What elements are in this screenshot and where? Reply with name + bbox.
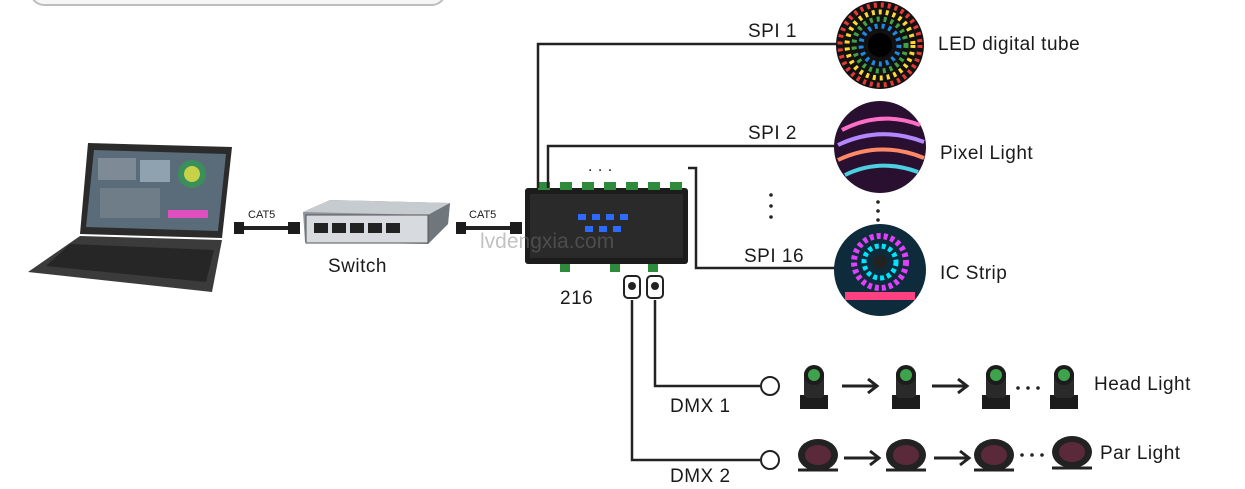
controller-label: 216 (560, 288, 594, 309)
watermark-text: lvdengxia.com (480, 230, 615, 253)
spi2-wire (546, 144, 838, 188)
head-light-1 (800, 365, 828, 409)
ic-strip-label: IC Strip (940, 263, 1008, 284)
par-light-icons (798, 436, 1092, 472)
chain-arrows (842, 377, 972, 467)
dmx-connectors (623, 275, 780, 470)
cat5-right-label: CAT5 (469, 209, 497, 221)
par-light-4 (1052, 436, 1092, 470)
dmx1-wire (653, 300, 760, 388)
switch-label: Switch (328, 256, 387, 277)
spi16-label: SPI 16 (744, 246, 805, 267)
head-light-2 (892, 365, 920, 409)
cat5-cable-right (456, 222, 522, 234)
led-digital-tube-label: LED digital tube (938, 34, 1081, 55)
arrow-icon (934, 449, 972, 467)
par-light-2 (886, 439, 926, 472)
ic-strip-icon (834, 224, 926, 316)
dmx2-wire (630, 300, 760, 462)
cat5-left-label: CAT5 (248, 209, 276, 221)
cat5-cable-left (234, 222, 300, 234)
spi2-label: SPI 2 (748, 123, 797, 144)
led-digital-tube-icon (836, 1, 924, 89)
arrow-icon (842, 377, 880, 395)
controller-216-icon (525, 182, 688, 272)
laptop-icon (28, 143, 232, 292)
head-light-3 (982, 365, 1010, 409)
switch-device-icon (303, 200, 450, 244)
head-light-label: Head Light (1094, 374, 1191, 395)
spi1-wire (536, 42, 838, 188)
par-light-3 (974, 439, 1014, 472)
head-light-4 (1050, 365, 1078, 409)
spi1-label: SPI 1 (748, 21, 797, 42)
pixel-light-label: Pixel Light (940, 143, 1034, 164)
chain-ellipsis-dots (1016, 386, 1044, 457)
arrow-icon (932, 377, 970, 395)
dmx2-label: DMX 2 (670, 466, 731, 487)
spi16-wire (688, 166, 838, 270)
head-light-icons (800, 365, 1078, 409)
dmx1-label: DMX 1 (670, 396, 731, 417)
spi-wires (536, 42, 838, 462)
par-light-1 (798, 439, 838, 472)
controller-ports-ellipsis: . . . (588, 158, 613, 175)
pixel-light-icon (834, 101, 926, 193)
par-light-label: Par Light (1100, 443, 1181, 464)
spi-ellipsis-dots (769, 193, 880, 222)
arrow-icon (844, 449, 882, 467)
